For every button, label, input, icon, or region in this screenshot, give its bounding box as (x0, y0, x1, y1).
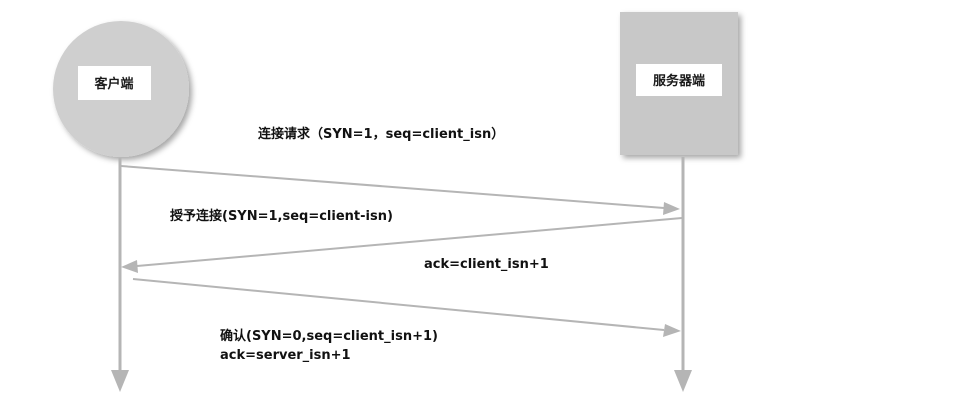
client-lifeline-arrowhead (111, 370, 129, 392)
message-ack-client: ack=client_isn+1 (413, 248, 585, 278)
message-confirm: 确认(SYN=0,seq=client_isn+1) ack=server_is… (210, 316, 495, 388)
syn-ack-arrow (121, 217, 683, 273)
ack-arrow (132, 278, 681, 337)
syn-arrow (120, 165, 680, 215)
message-syn-ack: 授予连接(SYN=1,seq=client-isn) (163, 200, 420, 230)
server-node: 服务器端 (620, 12, 738, 155)
server-lifeline-arrowhead (674, 370, 692, 392)
server-label: 服务器端 (653, 73, 705, 89)
client-label-box (78, 66, 151, 100)
client-lifeline (111, 158, 129, 392)
message-syn-ack-text: 授予连接(SYN=1,seq=client-isn) (170, 208, 393, 224)
message-confirm-line1: 确认(SYN=0,seq=client_isn+1) (220, 328, 438, 344)
client-label: 客户端 (94, 76, 133, 92)
server-label-box (636, 64, 722, 96)
message-syn: 连接请求（SYN=1，seq=client_isn） (245, 118, 545, 150)
message-confirm-line2: ack=server_isn+1 (220, 348, 351, 363)
message-ack-client-text: ack=client_isn+1 (424, 257, 549, 272)
client-node: 客户端 (53, 21, 189, 157)
message-syn-text: 连接请求（SYN=1，seq=client_isn） (258, 126, 504, 142)
server-lifeline (674, 157, 692, 392)
